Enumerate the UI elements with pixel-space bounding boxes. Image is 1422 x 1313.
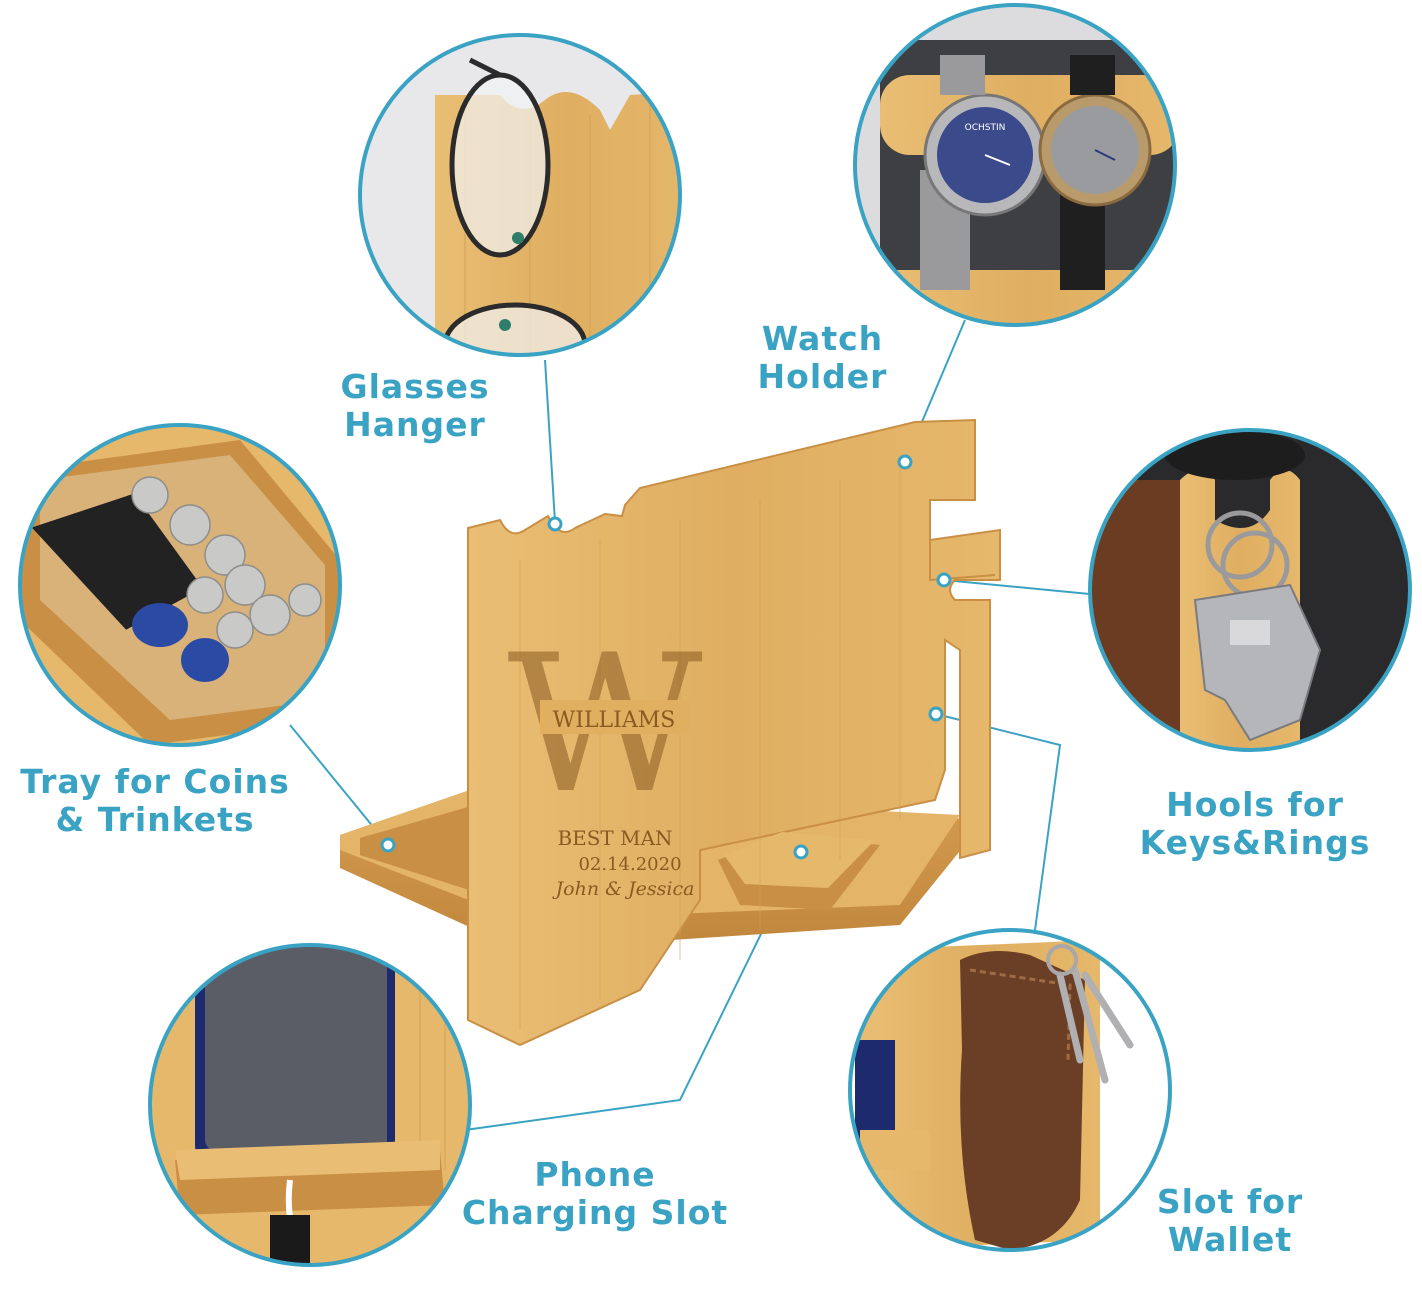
callout-watch-line1: Watch [761,319,884,358]
callout-phone-line1: Phone [534,1155,656,1194]
callout-watch-line2: Holder [757,357,888,396]
detail-watch-holder: OCHSTIN [853,3,1177,327]
engraving-surname: WILLIAMS [553,708,676,733]
callout-wallet-slot: Slot for Wallet [1140,1183,1320,1259]
callout-dots [380,454,952,860]
callout-key-hooks: Hools for Keys&Rings [1125,786,1385,862]
engraving: W WILLIAMS BEST MAN 02.14.2020 John & Je… [507,614,702,900]
callout-wallet-line2: Wallet [1167,1220,1293,1259]
callout-tray-line1: Tray for Coins [20,762,290,801]
callout-tray-line2: & Trinkets [55,800,255,839]
callout-wallet-line1: Slot for [1156,1182,1304,1221]
callout-phone-line2: Charging Slot [461,1193,729,1232]
detail-phone-slot [148,943,472,1267]
callout-coin-tray: Tray for Coins & Trinkets [5,763,305,839]
callout-glasses-line2: Hanger [344,405,486,444]
wooden-stand [340,418,1001,1047]
callout-glasses-line1: Glasses [340,367,490,406]
callout-phone-slot: Phone Charging Slot [450,1156,740,1232]
detail-coin-tray [18,423,342,747]
callout-keys-line2: Keys&Rings [1139,823,1371,862]
callout-glasses-hanger: Glasses Hanger [330,368,500,444]
engraving-names: John & Jessica [552,878,695,900]
detail-glasses-hanger [358,33,682,357]
callout-watch-holder: Watch Holder [740,320,905,396]
engraving-date: 02.14.2020 [578,854,681,875]
callout-keys-line1: Hools for [1166,785,1344,824]
detail-key-hooks [1088,428,1412,752]
watch-brand: OCHSTIN [965,123,1006,133]
detail-wallet-slot [848,928,1172,1252]
engraving-role: BEST MAN [557,826,672,850]
